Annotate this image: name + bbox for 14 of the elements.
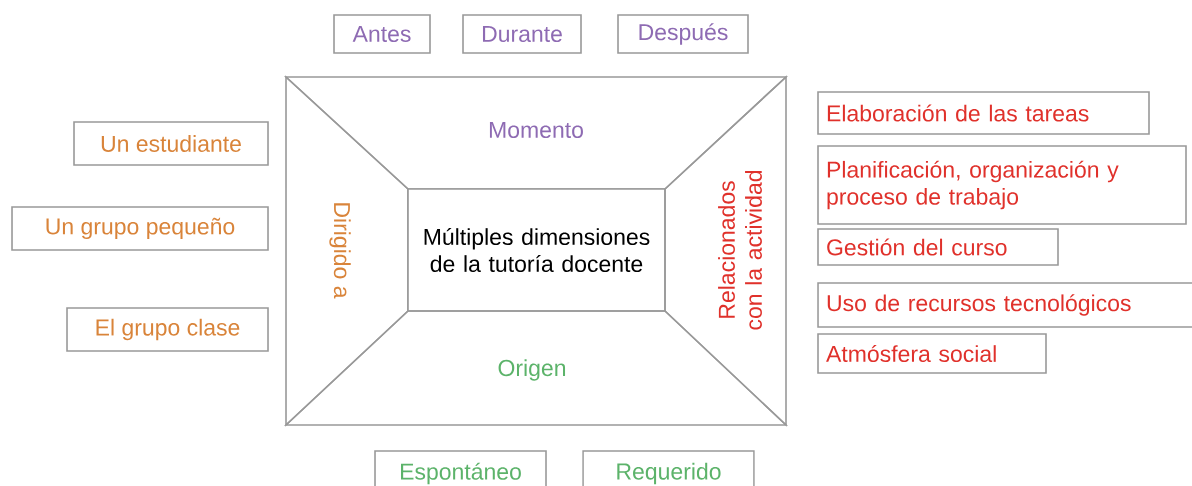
category-box: El grupo clase (66, 307, 269, 352)
category-box: Espontáneo (374, 450, 547, 486)
category-box: Elaboración de las tareas (817, 91, 1150, 135)
category-box: Atmósfera social (817, 333, 1047, 374)
category-box: Gestión del curso (817, 228, 1059, 266)
category-box: Durante (462, 14, 582, 54)
category-box: Planificación, organización y proceso de trabajo (817, 145, 1187, 225)
center-box: Múltiples dimensiones de la tutoría docente (407, 188, 666, 312)
category-box: Requerido (582, 450, 755, 486)
category-box: Uso de recursos tecnológicos (817, 282, 1192, 328)
category-box: Antes (333, 14, 431, 54)
category-box: Un grupo pequeño (11, 206, 269, 251)
category-box: Un estudiante (73, 121, 269, 166)
category-box: Después (617, 14, 749, 54)
